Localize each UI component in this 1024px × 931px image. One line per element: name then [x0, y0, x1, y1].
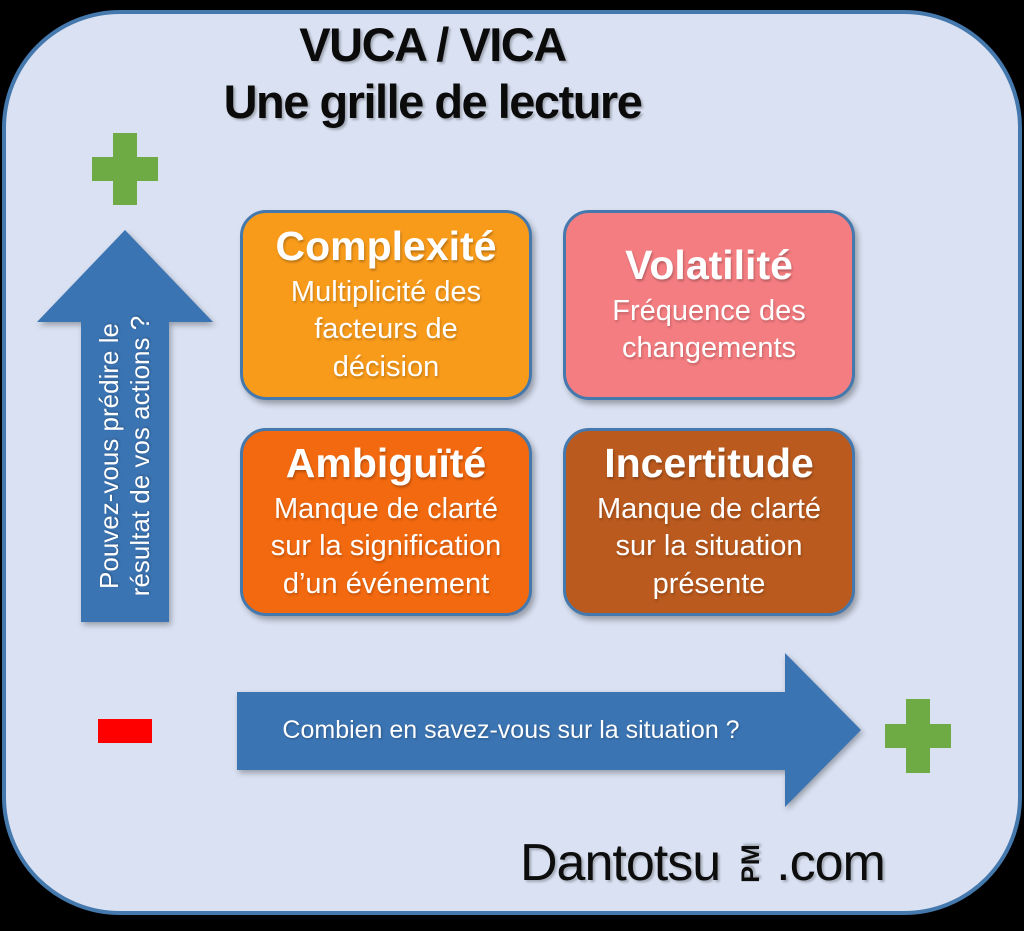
quadrant-volatilite: Volatilité Fréquence des changements: [563, 210, 855, 400]
plus-icon-bar: [885, 724, 951, 748]
quadrant-incertitude: Incertitude Manque de clarté sur la situ…: [563, 428, 855, 616]
quadrant-description: Manque de clarté sur la signification d’…: [270, 493, 502, 600]
quadrant-description: Multiplicité des facteurs de décision: [290, 276, 482, 383]
vertical-axis-question-line1: Pouvez-vous prédire le: [94, 323, 124, 589]
quadrant-complexite: Complexité Multiplicité des facteurs de …: [240, 210, 532, 400]
quadrant-title: Volatilité: [625, 241, 793, 288]
brand-name: Dantotsu: [520, 834, 721, 892]
brand-suffix: .com: [776, 834, 886, 892]
page-title-line2: Une grille de lecture: [223, 75, 643, 128]
quadrant-title: Incertitude: [604, 440, 814, 487]
plus-icon: [92, 133, 158, 205]
quadrant-description: Manque de clarté sur la situation présen…: [596, 493, 822, 600]
plus-icon-bar: [92, 157, 158, 181]
quadrant-description: Fréquence des changements: [612, 294, 806, 365]
horizontal-axis-question: Combien en savez-vous sur la situation ?: [282, 716, 740, 744]
brand-pm-rotated: PM: [736, 843, 765, 883]
branding-logo: Dantotsu PM .com: [520, 832, 886, 894]
page-title: VUCA / VICA Une grille de lecture: [130, 16, 735, 130]
plus-icon: [885, 699, 951, 773]
right-arrow-icon: [237, 653, 861, 807]
quadrant-title: Ambiguïté: [285, 440, 487, 487]
vertical-axis-question: Pouvez-vous prédire le résultat de vos a…: [93, 286, 157, 626]
up-arrow-icon: [37, 230, 213, 622]
quadrant-ambiguite: Ambiguïté Manque de clarté sur la signif…: [240, 428, 532, 616]
quadrant-title: Complexité: [275, 223, 497, 270]
page-title-line1: VUCA / VICA: [299, 18, 567, 71]
vertical-axis-question-line2: résultat de vos actions ?: [125, 315, 155, 597]
minus-icon: [98, 719, 152, 743]
